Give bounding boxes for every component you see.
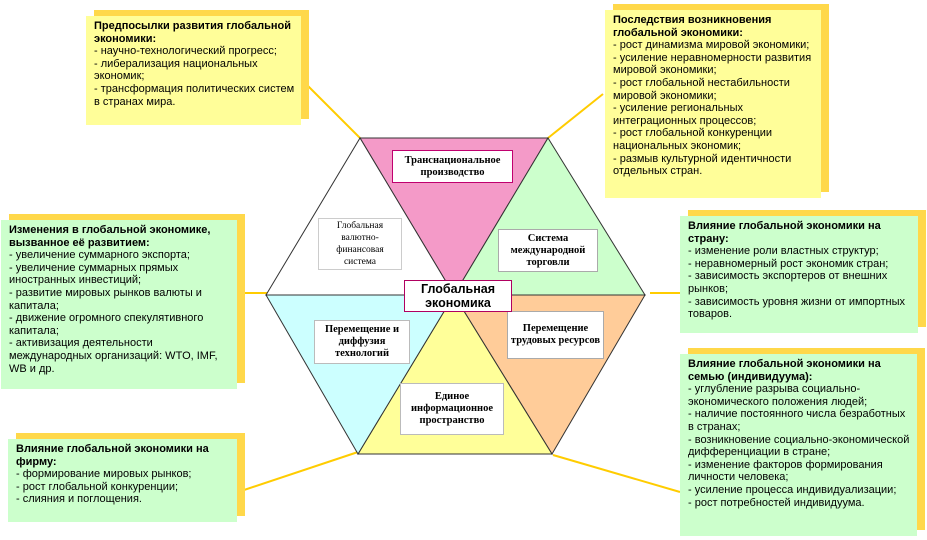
connector-family	[552, 454, 681, 493]
note-line: - изменение роли властных структур;	[688, 245, 879, 258]
note-lines: - рост динамизма мировой экономики;- уси…	[613, 39, 815, 178]
note-line: - рост глобальной конкуренции;	[16, 480, 179, 493]
note-consequences: Последствия возникновения глобальной эко…	[605, 10, 821, 198]
note-line: - неравномерный рост экономик стран;	[688, 257, 889, 270]
note-line: - движение огромного спекулятивного капи…	[9, 312, 204, 337]
note-title: Влияние глобальной экономики на страну:	[688, 220, 881, 245]
note-line: - рост динамизма мировой экономики;	[613, 39, 810, 52]
note-line: - развитие мировых рынков валюты и капит…	[9, 286, 202, 312]
note-prerequisites: Предпосылки развития глобальной экономик…	[86, 16, 301, 125]
note-title: Влияние глобальной экономики на фирму:	[16, 443, 209, 468]
note-family: Влияние глобальной экономики на семью (и…	[680, 354, 917, 536]
note-line: - увеличение суммарного экспорта;	[9, 249, 190, 262]
label-financial-system: Глобальная валютно-финансовая система	[318, 218, 402, 270]
note-line: - рост потребностей индивидуума.	[688, 496, 865, 509]
center-line-1: Глобальная	[421, 282, 495, 296]
connector-firm	[237, 451, 359, 493]
center-line-2: экономика	[425, 296, 491, 310]
note-line: - размыв культурной идентичности отдельн…	[613, 152, 792, 178]
note-line: - усиление региональных интеграционных п…	[613, 102, 757, 127]
note-line: - углубление разрыва социально-экономиче…	[688, 383, 868, 408]
label-text: Единое информационное пространство	[411, 391, 493, 426]
note-line: - зависимость уровня жизни от импортных …	[688, 295, 906, 321]
connector-prerequisites	[299, 77, 361, 139]
note-line: - либерализация национальных экономик;	[94, 57, 258, 83]
note-line: - активизация деятельности международных…	[9, 337, 218, 375]
note-lines: - углубление разрыва социально-экономиче…	[688, 383, 911, 509]
connector-consequences	[547, 93, 604, 139]
note-line: - усиление неравномерности развития миро…	[613, 51, 812, 77]
note-line: - слияния и поглощения.	[16, 493, 142, 506]
label-labor-movement: Перемещение трудовых ресурсов	[507, 311, 604, 359]
note-changes: Изменения в глобальной экономике, вызван…	[1, 220, 237, 389]
label-transnational-production: Транснациональное производство	[392, 150, 513, 183]
label-text: Система международной торговли	[510, 232, 586, 268]
note-line: - формирование мировых рынков;	[16, 468, 192, 481]
note-lines: - изменение роли властных структур;- нер…	[688, 245, 912, 321]
label-information-space: Единое информационное пространство	[400, 383, 504, 435]
note-lines: - формирование мировых рынков;- рост гло…	[16, 468, 231, 506]
note-line: - увеличение суммарных прямых иностранны…	[9, 261, 179, 287]
label-text: Перемещение и диффузия технологий	[324, 324, 400, 359]
label-technology-diffusion: Перемещение и диффузия технологий	[314, 320, 410, 364]
note-line: - рост глобальной конкуренции национальн…	[613, 127, 773, 152]
segment-top-left	[265, 137, 455, 296]
label-text: Транснациональное производство	[404, 154, 501, 178]
note-line: - наличие постоянного числа безработных …	[688, 408, 906, 433]
note-line: - трансформация политических систем в ст…	[94, 82, 295, 108]
note-line: - зависимость экспортеров от внешних рын…	[688, 270, 888, 295]
note-title: Влияние глобальной экономики на семью (и…	[688, 358, 881, 383]
note-line: - изменение факторов формирования личнос…	[688, 458, 883, 484]
note-lines: - научно-технологический прогресс;- либе…	[94, 45, 295, 108]
note-title: Изменения в глобальной экономике, вызван…	[9, 224, 211, 249]
label-text: Перемещение трудовых ресурсов	[510, 323, 601, 346]
note-line: - возникновение социально-экономической …	[688, 433, 910, 459]
note-country: Влияние глобальной экономики на страну: …	[680, 216, 918, 333]
label-text: Глобальная валютно-финансовая система	[336, 221, 384, 267]
center-label-global-economy: Глобальная экономика	[404, 280, 512, 312]
note-firm: Влияние глобальной экономики на фирму: -…	[8, 439, 237, 522]
note-title: Предпосылки развития глобальной экономик…	[94, 20, 292, 45]
connector-lines	[237, 77, 681, 493]
label-international-trade: Система международной торговли	[498, 229, 598, 272]
note-title: Последствия возникновения глобальной эко…	[613, 14, 772, 39]
note-line: - рост глобальной нестабильности мировой…	[613, 76, 790, 102]
note-line: - усиление процесса индивидуализации;	[688, 483, 897, 496]
note-lines: - увеличение суммарного экспорта;- увели…	[9, 249, 231, 375]
note-line: - научно-технологический прогресс;	[94, 45, 277, 58]
